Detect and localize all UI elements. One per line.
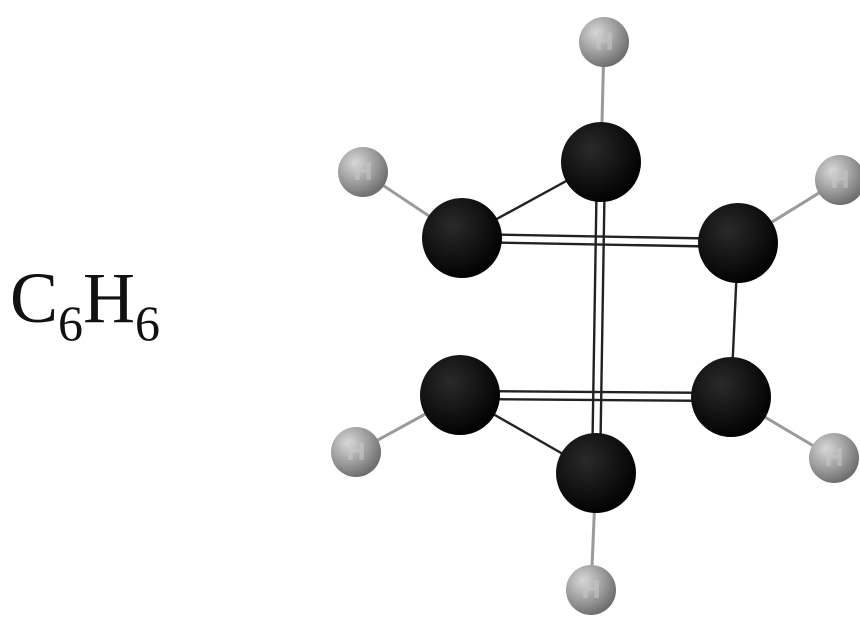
hydrogen-atom-H5: H xyxy=(331,427,381,477)
hydrogen-sphere xyxy=(338,147,388,197)
atoms-layer: H H H H H H xyxy=(331,17,860,615)
bond-C2-C3-line-2 xyxy=(461,240,738,249)
hydrogen-label: H xyxy=(353,158,373,186)
bond-C2-C3-line-1 xyxy=(462,232,739,241)
hydrogen-label: H xyxy=(581,576,601,604)
bond-C4-C5-line-1 xyxy=(459,397,731,403)
formula-element-hydrogen: H xyxy=(83,258,136,338)
carbon-sphere xyxy=(556,433,636,513)
hydrogen-label: H xyxy=(830,166,850,194)
carbon-sphere xyxy=(420,355,500,435)
hydrogen-sphere xyxy=(566,565,616,615)
hydrogen-atom-H6: H xyxy=(566,565,616,615)
hydrogen-label: H xyxy=(346,438,366,466)
carbon-sphere xyxy=(698,203,778,283)
formula-element-carbon: C xyxy=(10,258,59,338)
hydrogen-atom-H1: H xyxy=(579,17,629,67)
carbon-atom-C6 xyxy=(556,433,636,513)
formula-carbon-count: 6 xyxy=(58,295,84,351)
hydrogen-sphere xyxy=(809,433,859,483)
carbon-atom-C4 xyxy=(691,357,771,437)
carbon-atom-C1 xyxy=(561,122,641,202)
carbon-atom-C5 xyxy=(420,355,500,435)
bond-C6-C1-line-2 xyxy=(598,162,607,474)
carbon-sphere xyxy=(422,198,502,278)
carbon-sphere xyxy=(561,122,641,202)
hydrogen-label: H xyxy=(824,444,844,472)
carbon-atom-C3 xyxy=(698,203,778,283)
carbon-atom-C2 xyxy=(422,198,502,278)
hydrogen-sphere xyxy=(579,17,629,67)
hydrogen-atom-H2: H xyxy=(338,147,388,197)
hydrogen-label: H xyxy=(594,28,614,56)
bond-C4-C5-line-2 xyxy=(460,389,732,395)
formula-hydrogen-count: 6 xyxy=(135,295,161,351)
bond-C6-C1-line-1 xyxy=(590,161,599,473)
hydrogen-sphere xyxy=(331,427,381,477)
carbon-sphere xyxy=(691,357,771,437)
hydrogen-sphere xyxy=(815,155,860,205)
hydrogen-atom-H4: H xyxy=(809,433,859,483)
hydrogen-atom-H3: H xyxy=(815,155,860,205)
molecular-formula: C6H6 xyxy=(10,262,160,348)
